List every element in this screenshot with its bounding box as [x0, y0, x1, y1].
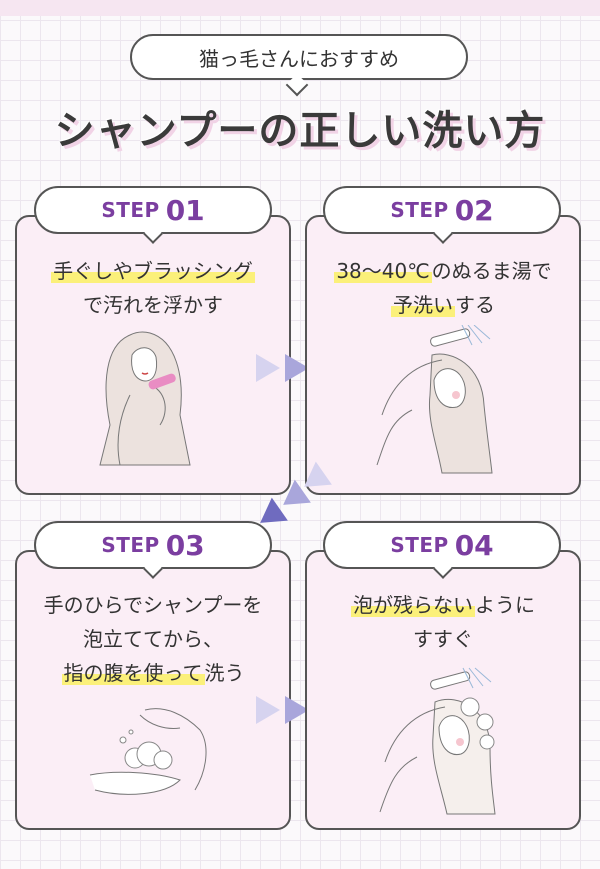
step-text-line: 手のひらでシャンプーを	[43, 593, 263, 617]
step-text-line: 手ぐしやブラッシング	[51, 259, 255, 283]
step-text-line: 38〜40℃	[334, 259, 432, 283]
arrow-right-icon	[256, 354, 280, 382]
step-label: STEP	[101, 533, 160, 557]
woman-rinsing-foam-shower-illustration	[379, 667, 496, 815]
step-label: STEP	[101, 198, 160, 222]
woman-rinsing-hair-shower-illustration	[376, 325, 493, 474]
step-text-line: すすぐ	[413, 627, 473, 651]
step-text-03: 手のひらでシャンプーを 泡立ててから、 指の腹を使って洗う	[15, 588, 291, 690]
page-title: シャンプーの正しい洗い方	[54, 108, 546, 154]
step-text-01: 手ぐしやブラッシング で汚れを浮かす	[15, 254, 291, 322]
step-number: 02	[454, 193, 494, 227]
step-text-line: 洗う	[204, 661, 245, 685]
step-text-line: 予洗い	[391, 293, 455, 317]
step-label: STEP	[390, 198, 449, 222]
woman-brushing-hair-illustration	[99, 331, 191, 466]
top-band	[0, 0, 600, 16]
step-text-line: する	[455, 293, 495, 317]
step-text-line: で汚れを浮かす	[83, 293, 223, 317]
step-text-04: 泡が残らないように すすぐ	[305, 588, 581, 656]
subtitle-text: 猫っ毛さんにおすすめ	[199, 46, 399, 71]
step-number: 03	[165, 528, 205, 562]
step-text-line: 指の腹を使って	[61, 661, 205, 685]
step-number: 04	[454, 528, 494, 562]
step-label: STEP	[390, 533, 449, 557]
step-header-02: STEP 02	[323, 186, 561, 234]
subtitle-bubble: 猫っ毛さんにおすすめ	[130, 34, 468, 80]
step-text-line: 泡が残らない	[351, 593, 475, 617]
step-text-line: のぬるま湯で	[431, 259, 552, 283]
step-text-line: 泡立ててから、	[83, 627, 223, 651]
step-text-line: ように	[475, 593, 535, 617]
arrow-right-icon	[256, 696, 280, 724]
step-number: 01	[165, 193, 205, 227]
hands-lathering-foam-illustration	[89, 708, 207, 795]
